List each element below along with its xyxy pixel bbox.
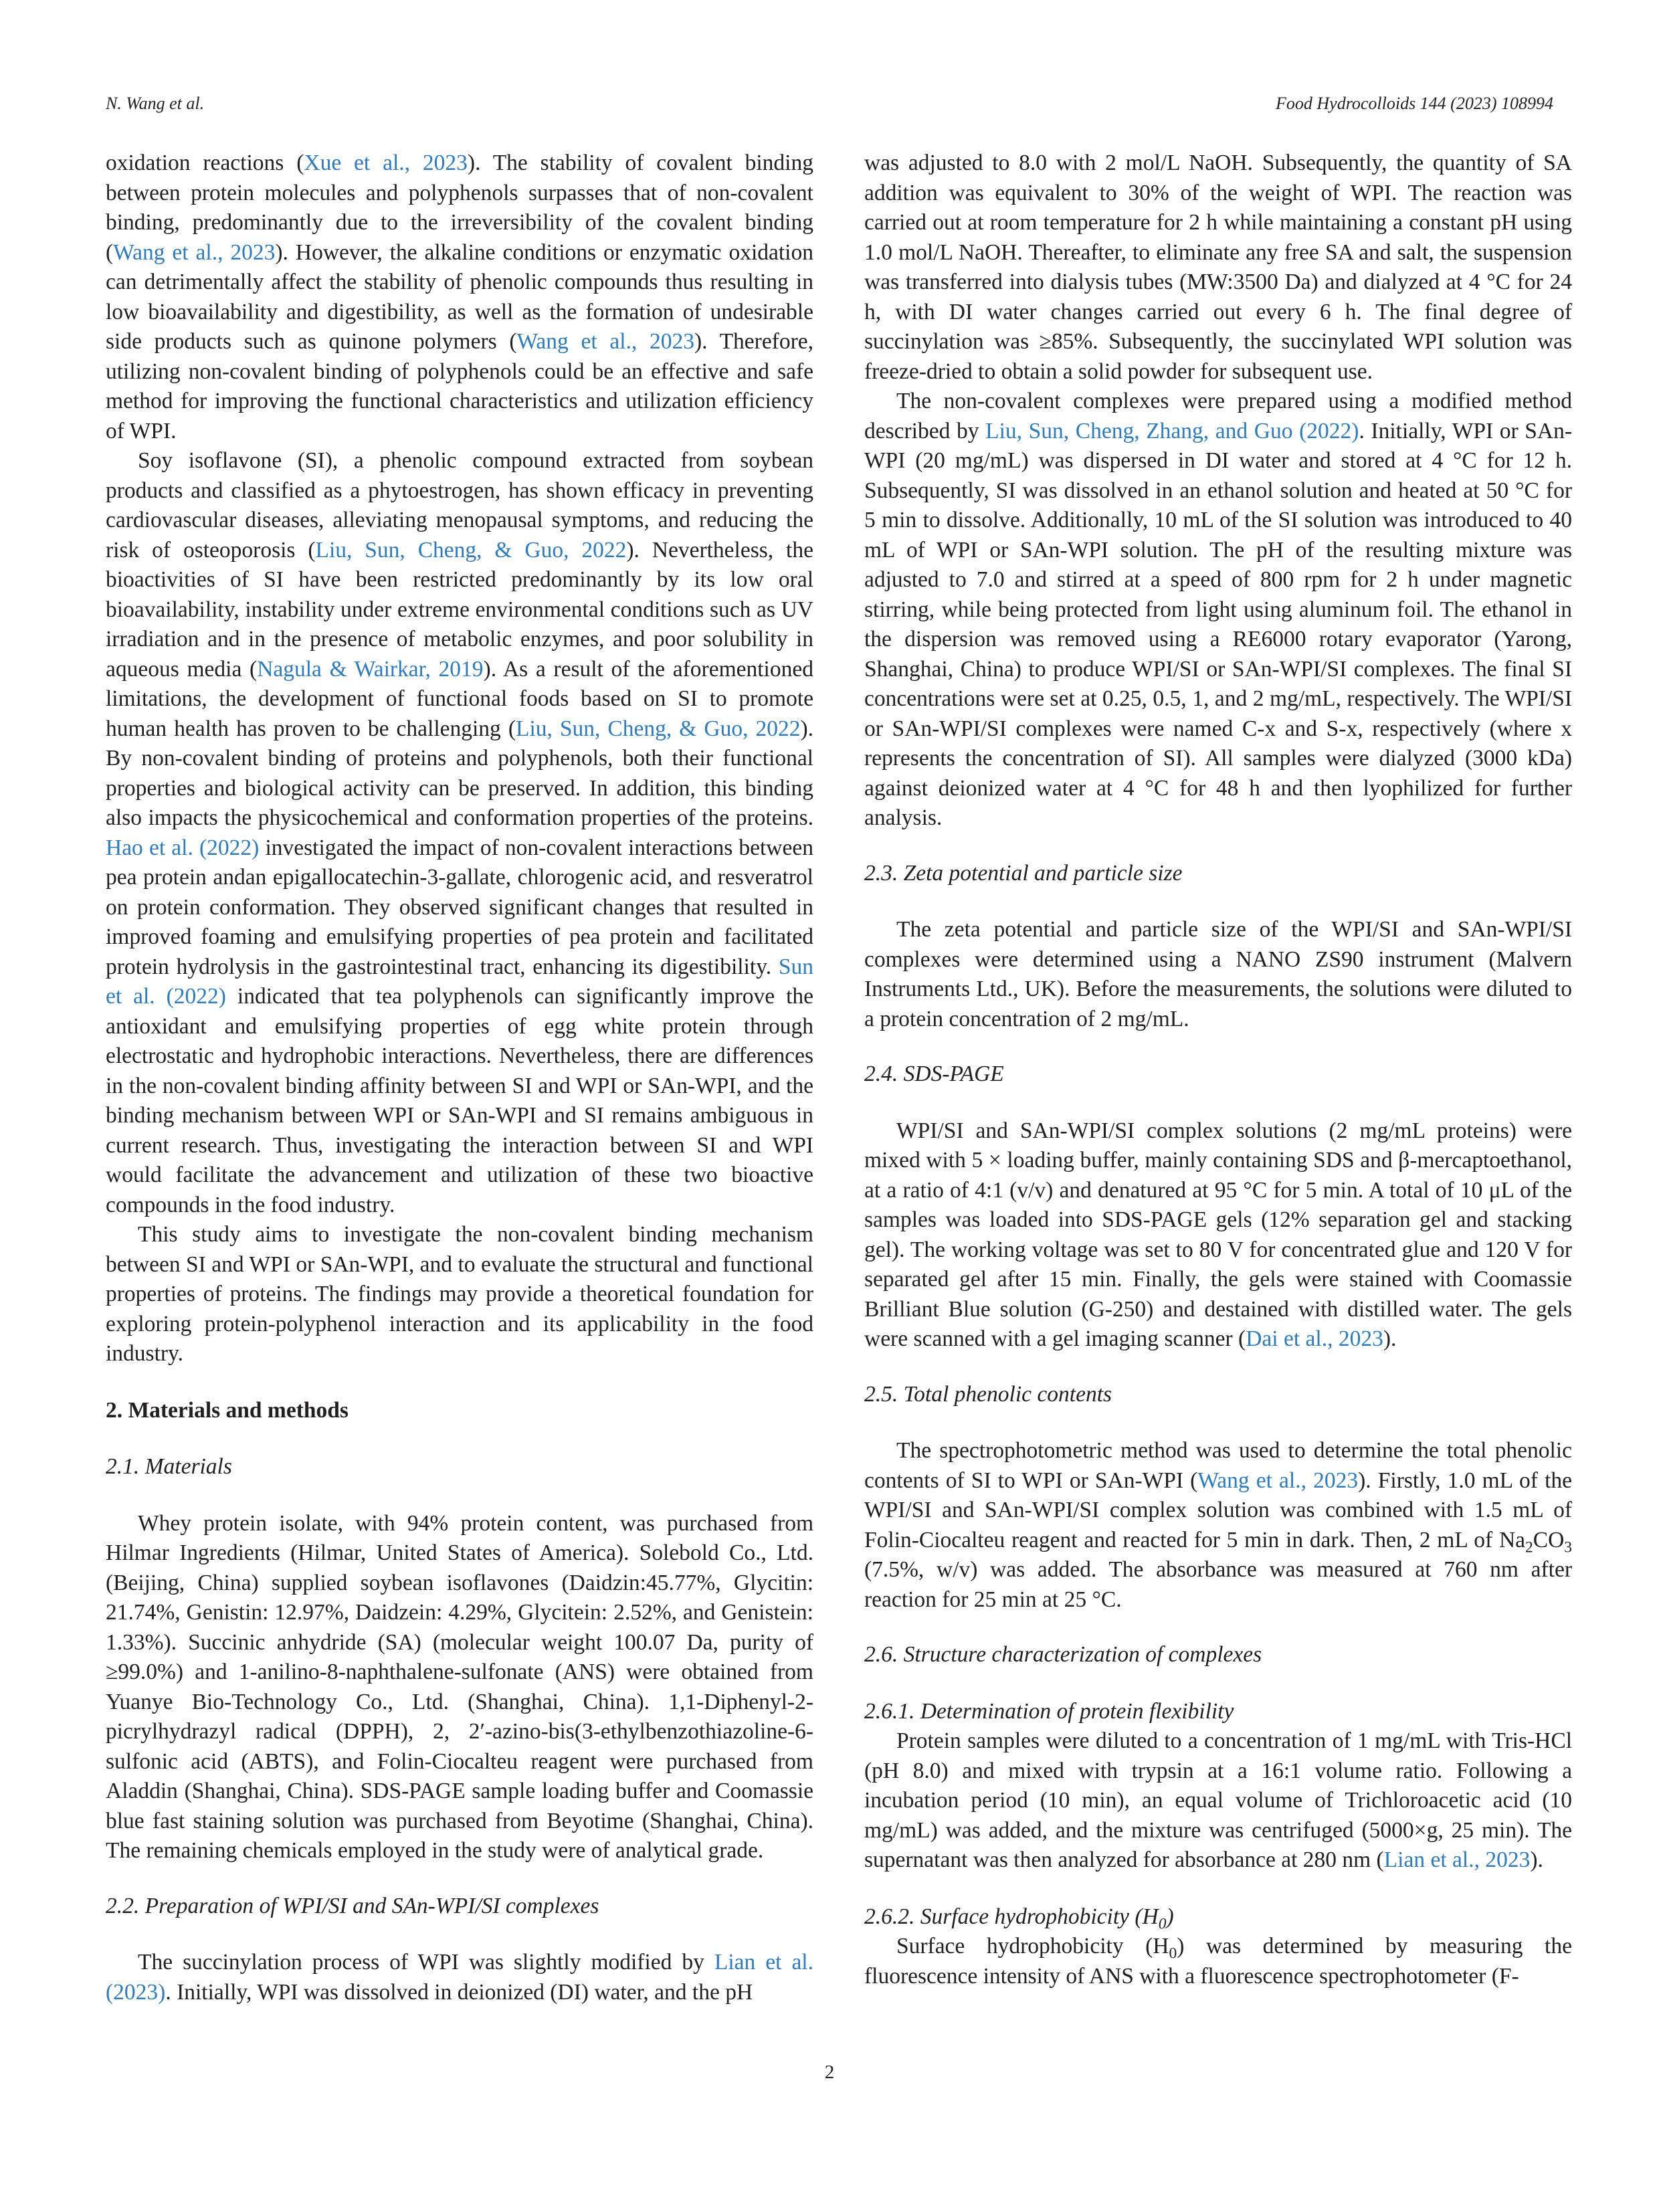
citation-link[interactable]: Dai et al., 2023 (1246, 1326, 1383, 1351)
paragraph-flexibility: Protein samples were diluted to a concen… (864, 1728, 1572, 1872)
paragraph-succinylation: The succinylation process of WPI was sli… (106, 1950, 813, 2005)
paragraph-intro-continued: oxidation reactions (Xue et al., 2023). … (106, 150, 813, 443)
paragraph-complex-preparation: The non-covalent complexes were prepared… (864, 389, 1572, 830)
paragraph-study-aim: This study aims to investigate the non-c… (106, 1222, 813, 1366)
citation-link[interactable]: Wang et al., 2023 (516, 329, 694, 354)
citation-link[interactable]: Liu, Sun, Cheng, & Guo, 2022 (315, 537, 627, 563)
citation-link[interactable]: Lian et al. (2023) (106, 1950, 813, 2005)
paragraph-soy-isoflavone: Soy isoflavone (SI), a phenolic compound… (106, 448, 813, 1217)
citation-link[interactable]: Wang et al., 2023 (1197, 1468, 1359, 1493)
citation-link[interactable]: Hao et al. (2022) (106, 835, 260, 860)
citation-link[interactable]: Sun et al. (2022) (106, 954, 813, 1009)
left-column: oxidation reactions (Xue et al., 2023). … (106, 148, 813, 2007)
running-header-journal: Food Hydrocolloids 144 (2023) 108994 (1276, 94, 1553, 113)
paragraph-phenolic: The spectrophotometric method was used t… (864, 1438, 1572, 1612)
paragraph-zeta: The zeta potential and particle size of … (864, 917, 1572, 1031)
right-column: was adjusted to 8.0 with 2 mol/L NaOH. S… (864, 148, 1572, 1991)
subsubsection-title-flexibility: 2.6.1. Determination of protein flexibil… (864, 1698, 1234, 1724)
citation-link[interactable]: Wang et al., 2023 (113, 239, 276, 265)
subsection-title-phenolic: 2.5. Total phenolic contents (864, 1381, 1112, 1407)
section-title-materials-methods: 2. Materials and methods (106, 1397, 349, 1423)
subsection-title-sds-page: 2.4. SDS-PAGE (864, 1062, 1004, 1086)
page-number: 2 (824, 2062, 835, 2083)
subsection-title-materials: 2.1. Materials (106, 1454, 232, 1479)
subsection-title-structure: 2.6. Structure characterization of compl… (864, 1642, 1262, 1667)
running-header-author: N. Wang et al. (106, 94, 205, 113)
paragraph-hydrophobicity: Surface hydrophobicity (H0) was determin… (864, 1934, 1572, 1989)
paragraph-materials: Whey protein isolate, with 94% protein c… (106, 1510, 813, 1864)
subsubsection-title-hydrophobicity: 2.6.2. Surface hydrophobicity (H0) (864, 1904, 1174, 1933)
subsection-title-zeta: 2.3. Zeta potential and particle size (864, 860, 1183, 886)
citation-link[interactable]: Liu, Sun, Cheng, & Guo, 2022 (515, 716, 801, 741)
citation-link[interactable]: Liu, Sun, Cheng, Zhang, and Guo (2022) (985, 418, 1359, 443)
citation-link[interactable]: Xue et al., 2023 (304, 150, 468, 175)
paragraph-sds-page: WPI/SI and SAn-WPI/SI complex solutions … (864, 1118, 1572, 1352)
citation-link[interactable]: Nagula & Wairkar, 2019 (257, 656, 484, 682)
citation-link[interactable]: Lian et al., 2023 (1383, 1847, 1531, 1872)
paragraph-succinylation-continued: was adjusted to 8.0 with 2 mol/L NaOH. S… (864, 150, 1572, 384)
subsection-title-preparation: 2.2. Preparation of WPI/SI and SAn-WPI/S… (106, 1893, 599, 1918)
